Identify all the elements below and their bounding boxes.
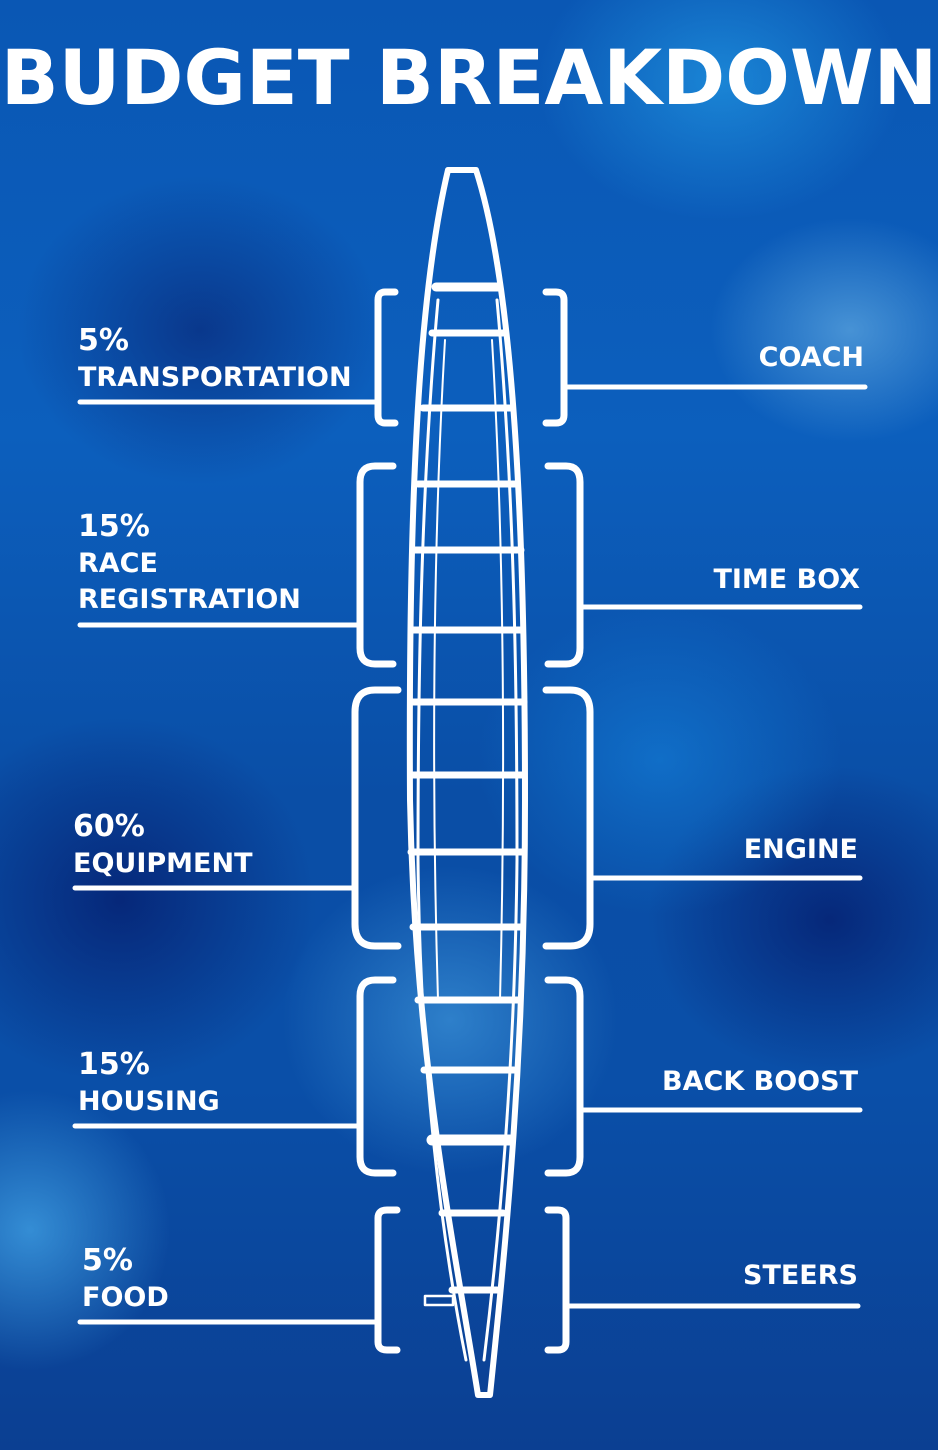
right-leader-lines bbox=[561, 384, 868, 1309]
left-item-housing: 15% HOUSING bbox=[78, 1046, 220, 1120]
boat-hull bbox=[406, 167, 528, 1398]
right-item-time-box: TIME BOX bbox=[713, 564, 860, 595]
left-item-percent: 15% bbox=[78, 509, 150, 544]
boat-center-right bbox=[491, 339, 505, 1001]
left-item-percent: 60% bbox=[73, 809, 145, 844]
left-item-equipment: 60% EQUIPMENT bbox=[73, 808, 252, 882]
left-item-percent: 5% bbox=[82, 1243, 133, 1278]
left-brackets bbox=[351, 288, 402, 1354]
left-item-name: HOUSING bbox=[78, 1086, 220, 1117]
boat-center-left bbox=[433, 339, 446, 1001]
left-item-name-line2: REGISTRATION bbox=[78, 584, 301, 615]
left-leader-lines bbox=[72, 399, 381, 1325]
left-item-name: EQUIPMENT bbox=[73, 848, 253, 879]
steering-oar bbox=[423, 1294, 455, 1307]
right-item-coach: COACH bbox=[758, 342, 864, 373]
left-item-percent: 5% bbox=[78, 323, 129, 358]
right-item-engine: ENGINE bbox=[743, 834, 858, 865]
left-item-food: 5% FOOD bbox=[82, 1242, 169, 1316]
page-title: BUDGET BREAKDOWN bbox=[0, 33, 938, 122]
right-brackets bbox=[542, 288, 594, 1354]
left-item-race-registration: 15% RACE REGISTRATION bbox=[78, 508, 301, 618]
left-item-transportation: 5% TRANSPORTATION bbox=[78, 322, 352, 396]
left-item-name: FOOD bbox=[82, 1282, 169, 1313]
boat-inner-right bbox=[482, 298, 519, 1362]
right-item-back-boost: BACK BOOST bbox=[662, 1066, 858, 1097]
right-item-steers: STEERS bbox=[743, 1260, 858, 1291]
left-item-name-line1: RACE bbox=[78, 548, 158, 579]
left-item-percent: 15% bbox=[78, 1047, 150, 1082]
boat-seats bbox=[407, 282, 528, 1294]
boat-inner-left bbox=[416, 298, 468, 1362]
left-item-name: TRANSPORTATION bbox=[78, 362, 352, 393]
